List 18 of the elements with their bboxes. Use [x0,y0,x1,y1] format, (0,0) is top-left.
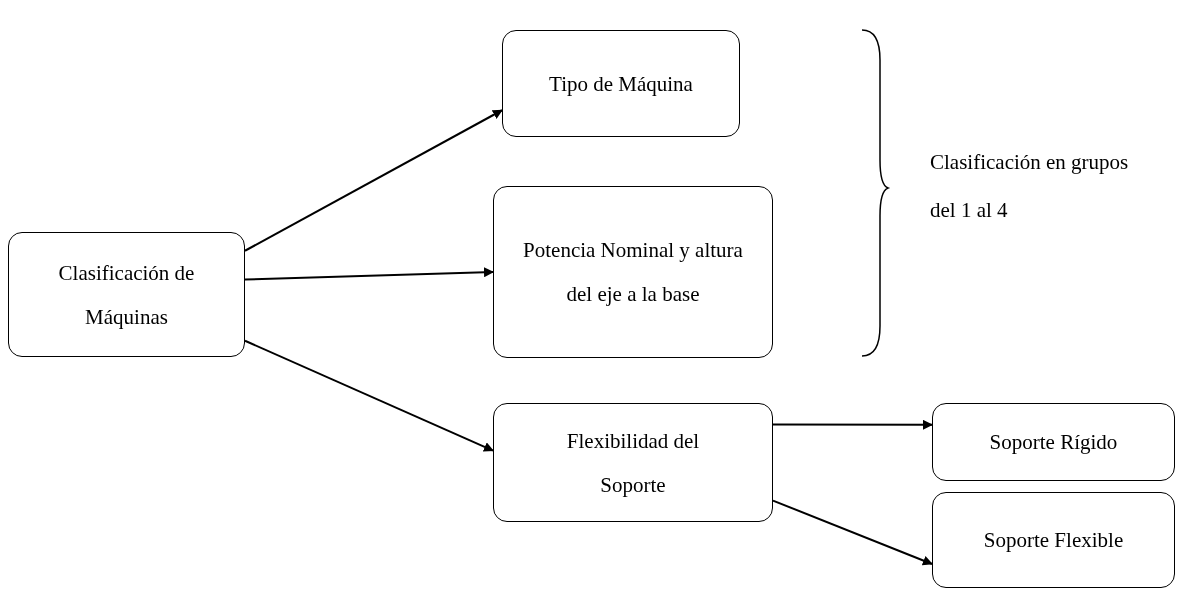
node-text: Tipo de Máquina [548,70,694,98]
node-text: Potencia Nominal y altura del eje a la base [522,237,744,308]
process-box [502,30,740,137]
node-text: Soporte Flexible [982,527,1125,554]
node-text: Clasificación de Máquinas [57,259,196,331]
node-text: Soporte Rígido [988,429,1119,456]
arrow [244,109,503,252]
arrow [772,419,933,430]
arrow [244,339,494,452]
arrow [772,499,933,566]
brace-label: Clasificación en grupos del 1 al 4 [930,149,1130,224]
process-box [493,186,773,358]
node-text: Flexibilidad del Soporte [565,427,701,499]
process-box [8,232,245,357]
process-box [932,403,1175,481]
arrow [244,267,494,281]
process-box [932,492,1175,588]
process-box [493,403,773,522]
